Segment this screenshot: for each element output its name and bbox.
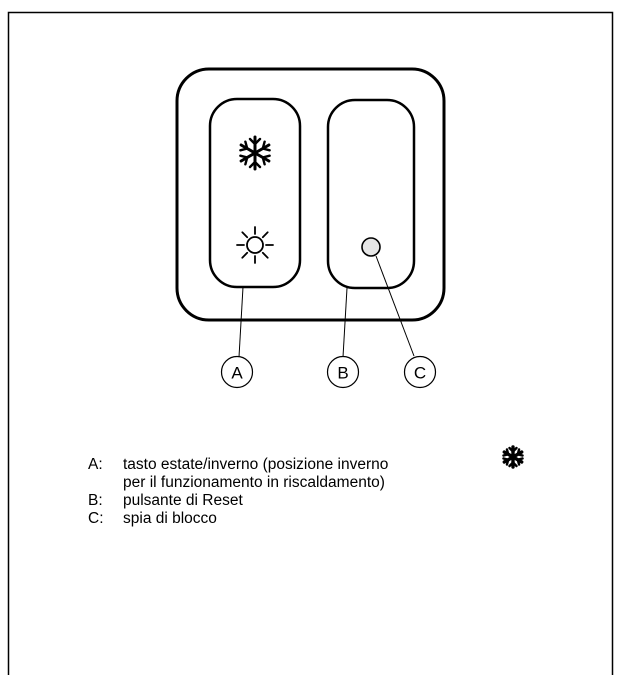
legend-text: spia di blocco: [123, 510, 217, 527]
snowflake-icon: [502, 445, 524, 469]
leader-line-b: [342, 287, 348, 358]
callout-a: A: [220, 355, 254, 389]
legend-text: tasto estate/inverno (posizione inverno …: [123, 456, 389, 491]
leader-line-c: [375, 255, 415, 357]
leader-line-a: [238, 286, 244, 358]
summer-winter-switch[interactable]: [208, 97, 302, 289]
legend-item-c: C: spia di blocco: [88, 510, 388, 528]
svg-text:B: B: [337, 364, 348, 383]
callout-b: B: [326, 355, 360, 389]
reset-button[interactable]: [326, 98, 416, 290]
svg-text:C: C: [414, 364, 426, 383]
callout-c: C: [403, 355, 437, 389]
lockout-indicator-light: [361, 237, 381, 257]
legend-text: pulsante di Reset: [123, 492, 243, 509]
svg-text:A: A: [231, 364, 243, 383]
sun-icon: [236, 226, 274, 264]
legend-item-b: B: pulsante di Reset: [88, 492, 388, 510]
legend-key: C:: [88, 510, 104, 527]
legend-key: B:: [88, 492, 103, 509]
legend-item-a: A: tasto estate/inverno (posizione inver…: [88, 445, 524, 492]
legend-key: A:: [88, 456, 103, 473]
legend: A: tasto estate/inverno (posizione inver…: [88, 445, 524, 528]
